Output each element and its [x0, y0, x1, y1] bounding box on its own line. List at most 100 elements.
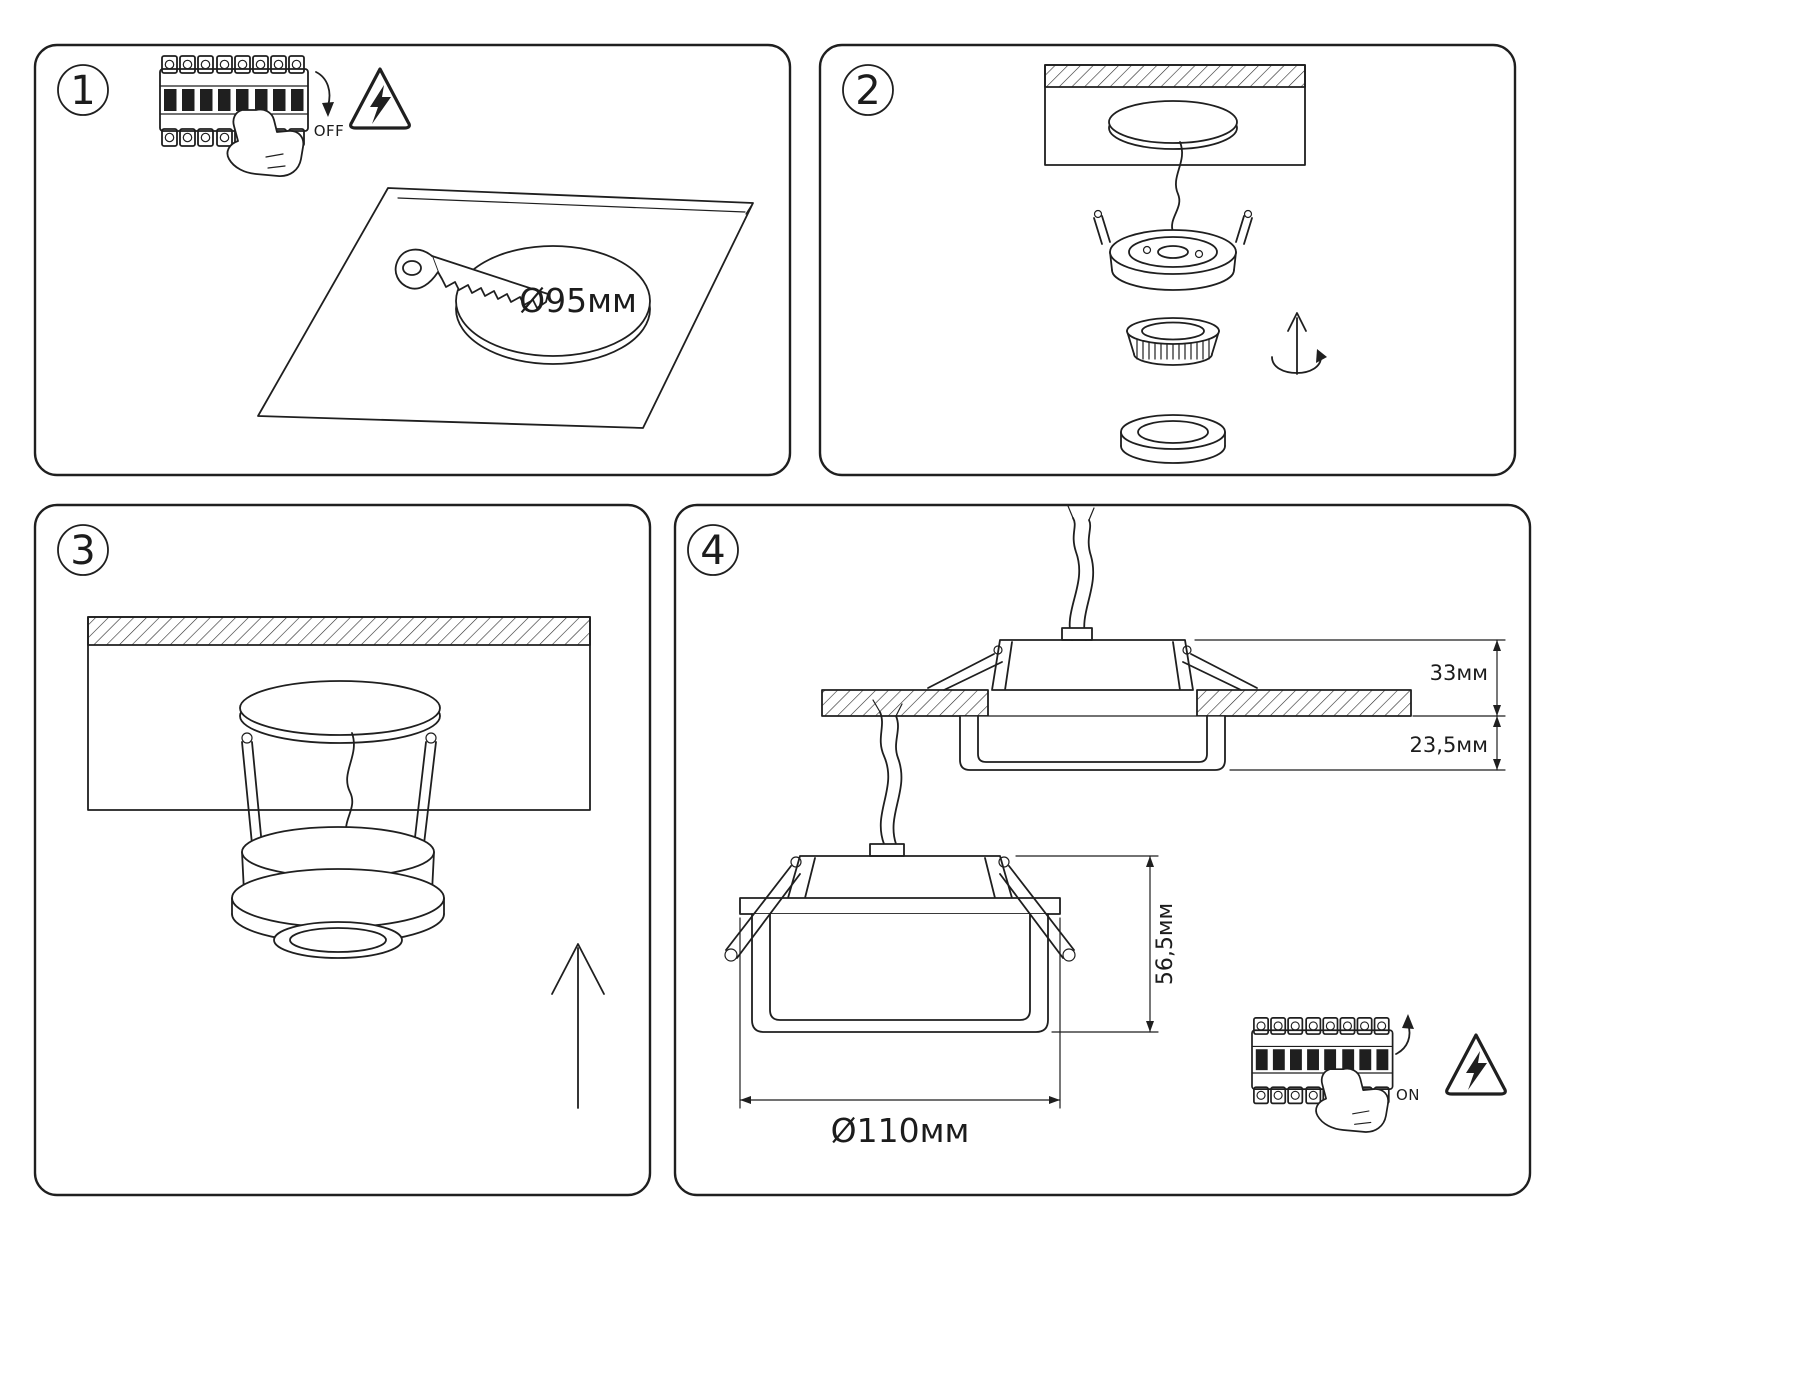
wire-tips: [872, 699, 903, 717]
spring-pivot-right: [1182, 645, 1192, 655]
trim-ring: [1120, 414, 1226, 464]
fixture-dimensions-illustration: 56,5мм Ø110мм: [724, 699, 1178, 1150]
supply-wire: [1171, 141, 1183, 233]
housing-bottom: [1111, 269, 1235, 291]
breaker-off-illustration: OFF: [159, 55, 345, 177]
spring-clip-right-tip: [1243, 209, 1253, 219]
bulb-bottom: [1133, 353, 1213, 366]
ceiling-section-hatch: [1044, 64, 1306, 88]
wire-strand-2: [892, 715, 903, 845]
spring-right: [999, 865, 1075, 959]
spring-clip-left-tip: [1093, 209, 1103, 219]
spring-coil-right: [1062, 948, 1076, 962]
cutout-diameter-label: Ø95мм: [519, 281, 637, 320]
ring-top: [1120, 414, 1226, 450]
spring-clip-right: [1235, 215, 1253, 245]
breaker-off-label: OFF: [314, 122, 345, 140]
ceiling-right: [1196, 689, 1412, 717]
flange: [739, 897, 1061, 915]
ring-inner: [1137, 420, 1209, 444]
flange-sides: [231, 897, 445, 915]
step-2-number-badge: 2: [842, 64, 894, 116]
bulb-face: [1141, 321, 1205, 341]
step-1-number: 1: [70, 68, 95, 114]
step-4-number: 4: [700, 528, 725, 574]
trim-inner: [977, 715, 1208, 763]
housing-screw-left: [1142, 245, 1152, 255]
wire-tips: [1067, 505, 1095, 521]
breaker-on-label: ON: [1396, 1086, 1420, 1104]
step-4-number-badge: 4: [687, 524, 739, 576]
housing-center-hole: [1157, 245, 1189, 259]
dim-diameter-label: Ø110мм: [831, 1111, 970, 1150]
spring-arm-right: [413, 741, 437, 847]
lamp-bulb: [1126, 317, 1220, 366]
wire-strand-1: [879, 711, 890, 845]
dim-height-label: 56,5мм: [1153, 903, 1178, 985]
wire-strand-1: [1068, 517, 1081, 641]
tile-corner-line: [745, 202, 754, 215]
switch-up-arrowhead: [1402, 1014, 1414, 1029]
dim-above-label: 33мм: [1430, 661, 1488, 685]
push-up-arrow-icon: [551, 943, 605, 1109]
spring-pivot-left: [993, 645, 1003, 655]
step-2-circle: [842, 64, 894, 116]
panel-step-4: 4 33мм: [673, 503, 1532, 1197]
installed-section-illustration: 33мм 23,5мм: [821, 505, 1506, 771]
housing: [787, 855, 1013, 899]
panel-step-2: 2: [818, 43, 1517, 477]
ceiling-tile: [257, 187, 754, 429]
supply-wire: [345, 732, 355, 837]
dim-below-label: 23,5мм: [1410, 733, 1488, 757]
wire-strand-2: [1083, 519, 1095, 641]
panel-step-3: 3: [33, 503, 652, 1197]
spring-arm-right-tip: [425, 732, 437, 744]
lower-box-inner: [769, 913, 1031, 1021]
ceiling-left: [821, 689, 989, 717]
spring-pivot-right: [998, 856, 1010, 868]
dimension-below-ceiling: 23,5мм: [1410, 715, 1501, 771]
step-3-circle: [57, 524, 109, 576]
twist-arrow-icon: [1271, 312, 1327, 375]
fixture-exploded-illustration: [1093, 141, 1327, 464]
step-1-circle: [57, 64, 109, 116]
ceiling-board-illustration: [1044, 64, 1306, 166]
saw-icon: [394, 248, 549, 309]
spring-arm-left-tip: [241, 732, 253, 744]
housing-inner-ring: [1128, 236, 1218, 268]
dimension-above-ceiling: 33мм: [1194, 639, 1506, 771]
breaker-on-illustration: ON: [1251, 1014, 1420, 1133]
step-3-number-badge: 3: [57, 524, 109, 576]
cable-gland: [1061, 627, 1093, 641]
bulb-ribs: [1136, 339, 1210, 360]
trim-below-ceiling: [959, 715, 1226, 771]
ring-bottom: [1120, 445, 1226, 464]
spring-left: [725, 865, 801, 959]
spring-right: [1182, 653, 1258, 691]
panel-step-1: 1 OFF Ø95мм: [33, 43, 792, 477]
step-4-circle: [687, 524, 739, 576]
spring-pivot-left: [790, 856, 802, 868]
fixture-body: [231, 826, 445, 959]
housing-screw-right: [1194, 249, 1204, 259]
spring-clip-left: [1093, 215, 1111, 245]
tile-edge-line: [397, 197, 746, 213]
spring-left: [927, 653, 1003, 691]
hole: [1108, 100, 1238, 144]
ceiling-hole: [239, 680, 441, 736]
spring-coil-left: [724, 948, 738, 962]
switch-down-arrowhead: [322, 102, 334, 117]
ceiling-cutout-illustration: Ø95мм: [257, 187, 754, 429]
step-1-number-badge: 1: [57, 64, 109, 116]
dimension-height: 56,5мм: [1015, 855, 1178, 1033]
step-2-number: 2: [855, 68, 880, 114]
cable-gland: [869, 843, 905, 857]
lower-box: [751, 913, 1049, 1033]
fixture-housing: [1093, 209, 1253, 291]
spring-arm-left: [241, 741, 263, 847]
insert-fixture-illustration: [87, 616, 605, 1109]
flange-top: [231, 868, 445, 928]
cutout-hole: [455, 245, 651, 357]
